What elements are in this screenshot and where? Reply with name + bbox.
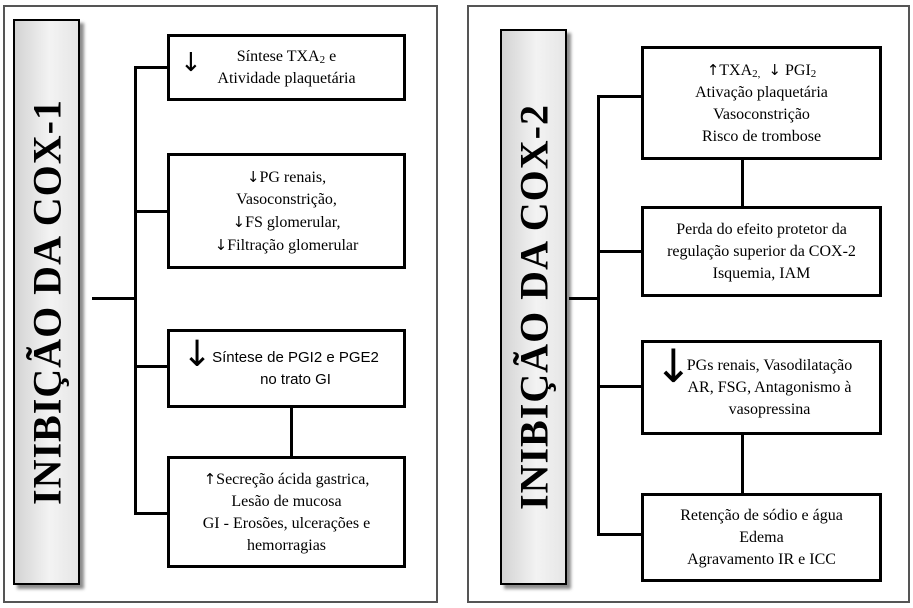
box-line: no trato GI bbox=[260, 370, 331, 388]
left-box-gi-synthesis: ↓ Síntese de PGI2 e PGE2 no trato GI bbox=[167, 329, 406, 408]
right-title: INIBIÇÃO DA COX-2 bbox=[511, 104, 556, 510]
left-box-gastric: ↑Secreção ácida gastrica, Lesão de mucos… bbox=[167, 456, 406, 568]
subscript: 2 bbox=[810, 67, 817, 80]
subscript: 2, bbox=[752, 67, 761, 80]
box-line: ↓Filtração glomerular bbox=[215, 234, 359, 257]
down-arrow-icon: ↓ bbox=[654, 339, 693, 393]
text: PGI bbox=[785, 61, 811, 79]
down-arrow-icon: ↓ bbox=[246, 167, 260, 186]
text: Síntese TXA bbox=[236, 47, 320, 65]
right-connector-horizontal bbox=[569, 297, 599, 300]
left-connector-to-box1 bbox=[134, 66, 168, 69]
down-arrow-icon: ↓ bbox=[232, 212, 246, 231]
down-arrow-icon: ↓ bbox=[182, 334, 213, 375]
box-line: PGs renais, Vasodilatação bbox=[686, 356, 853, 374]
right-connector-to-box3 bbox=[597, 385, 642, 388]
box-line: hemorragias bbox=[246, 536, 327, 554]
box-line: vasopressina bbox=[728, 400, 811, 418]
box-line: GI - Erosões, ulcerações e bbox=[202, 514, 371, 532]
right-connector-box3-box4 bbox=[741, 435, 744, 493]
text: Filtração glomerular bbox=[227, 236, 359, 254]
right-connector-to-box1 bbox=[597, 95, 642, 98]
box-line: ↑TXA2, ↓ PGI2 bbox=[707, 59, 817, 82]
box-line: Perda do efeito protetor da bbox=[676, 220, 847, 238]
left-box-renal: ↓PG renais, Vasoconstrição, ↓FS glomerul… bbox=[167, 153, 406, 269]
down-arrow-icon: ↓ bbox=[768, 60, 781, 79]
right-connector-box1-box2 bbox=[741, 160, 744, 206]
text: e bbox=[325, 47, 337, 65]
right-title-bar: INIBIÇÃO DA COX-2 bbox=[500, 29, 567, 585]
up-arrow-icon: ↑ bbox=[203, 469, 217, 488]
right-box-renal: ↓ PGs renais, Vasodilatação AR, FSG, Ant… bbox=[641, 340, 882, 435]
box-line: ↓PG renais, bbox=[247, 166, 326, 189]
box-line: Agravamento IR e ICC bbox=[687, 550, 836, 568]
left-title: INIBIÇÃO DA COX-1 bbox=[24, 99, 69, 505]
box-line: AR, FSG, Antagonismo à bbox=[687, 378, 852, 396]
box-line: Vasoconstrição bbox=[713, 105, 810, 123]
box-line: Isquemia, IAM bbox=[712, 264, 811, 282]
box-line: Risco de trombose bbox=[701, 127, 822, 145]
left-connector-spine bbox=[134, 66, 137, 515]
left-title-bar: INIBIÇÃO DA COX-1 bbox=[13, 19, 80, 585]
left-connector-box3-box4 bbox=[290, 408, 293, 456]
right-box-sodium-retention: Retenção de sódio e água Edema Agravamen… bbox=[641, 493, 882, 582]
left-box-thromboxane: ↓ Síntese TXA2 e Atividade plaquetária bbox=[167, 34, 406, 101]
box-line: Síntese de PGI2 e PGE2 bbox=[212, 348, 379, 366]
right-connector-spine bbox=[597, 95, 600, 536]
text: FS glomerular, bbox=[245, 213, 341, 231]
down-arrow-icon: ↓ bbox=[180, 48, 202, 78]
box-line: Edema bbox=[739, 528, 784, 546]
text: PG renais, bbox=[259, 168, 327, 186]
box-line: Atividade plaquetária bbox=[217, 69, 356, 87]
left-connector-to-box3 bbox=[134, 365, 168, 368]
left-connector-to-box2 bbox=[134, 210, 168, 213]
right-box-thrombosis: ↑TXA2, ↓ PGI2 Ativação plaquetária Vasoc… bbox=[641, 46, 882, 160]
box-line: Retenção de sódio e água bbox=[680, 506, 843, 524]
right-connector-to-box4 bbox=[597, 533, 642, 536]
text: TXA bbox=[719, 61, 753, 79]
right-box-protective-loss: Perda do efeito protetor da regulação su… bbox=[641, 206, 882, 297]
left-connector-horizontal bbox=[92, 297, 136, 300]
up-arrow-icon: ↑ bbox=[706, 60, 720, 79]
subscript: 2 bbox=[319, 53, 326, 66]
box-line: ↑Secreção ácida gastrica, bbox=[204, 468, 370, 491]
text: Secreção ácida gastrica, bbox=[216, 470, 370, 488]
box-line: Lesão de mucosa bbox=[231, 492, 342, 510]
box-line: Ativação plaquetária bbox=[695, 83, 828, 101]
right-connector-to-box2 bbox=[597, 250, 642, 253]
box-line: regulação superior da COX-2 bbox=[667, 242, 856, 260]
box-line: Síntese TXA2 e bbox=[237, 46, 336, 68]
left-connector-to-box4 bbox=[134, 512, 168, 515]
box-line: Vasoconstrição, bbox=[236, 190, 337, 208]
box-line: ↓FS glomerular, bbox=[233, 211, 341, 234]
down-arrow-icon: ↓ bbox=[214, 235, 228, 254]
